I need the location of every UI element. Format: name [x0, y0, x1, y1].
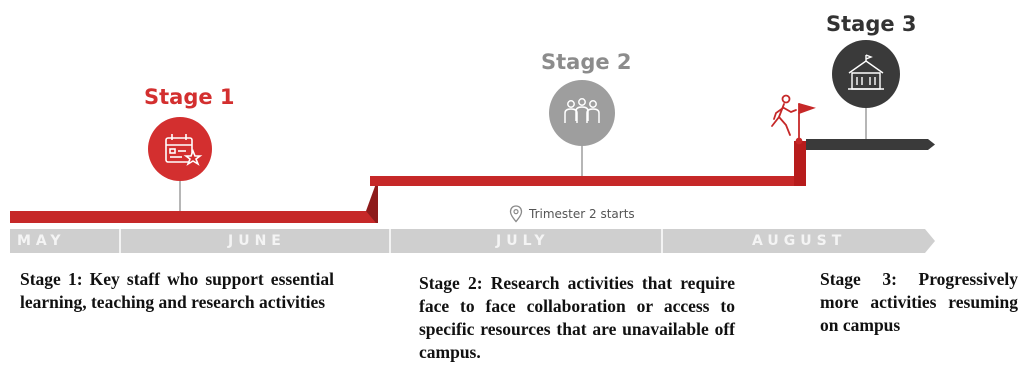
progress-line-segment	[370, 176, 796, 186]
stage-3-title: Stage 3	[826, 12, 917, 36]
month-label-may: MAY	[17, 233, 66, 249]
stage-1-title: Stage 1	[144, 85, 235, 109]
trimester-label: Trimester 2 starts	[529, 207, 635, 221]
walking-person-flag-icon	[771, 94, 816, 145]
stage-1-circle	[148, 117, 212, 181]
timeline-graphic	[10, 40, 935, 253]
stage-3-marker	[832, 40, 900, 139]
stage-3-description: Stage 3: Progressively more activities r…	[820, 269, 1018, 335]
progress-line-future	[806, 139, 935, 150]
group-people-icon	[564, 98, 600, 123]
progress-line	[10, 139, 935, 223]
calendar-star-icon	[165, 134, 203, 166]
campus-building-icon	[848, 54, 884, 90]
stage-1-marker	[148, 117, 212, 211]
location-pin-icon	[509, 205, 523, 223]
month-bar	[10, 229, 935, 253]
stage-1-description: Stage 1: Key staff who support essential…	[20, 269, 334, 312]
progress-line-segment	[10, 211, 376, 223]
stage-3-circle	[832, 40, 900, 108]
stage-2-marker	[549, 80, 615, 176]
month-bar-shape	[10, 229, 935, 253]
month-label-june: JUNE	[228, 233, 286, 249]
stage-2-description: Stage 2: Research activities that requir…	[419, 273, 735, 362]
progress-line-step	[794, 141, 806, 186]
month-label-july: JULY	[496, 233, 550, 249]
trimester-marker: Trimester 2 starts	[509, 204, 635, 224]
month-label-august: AUGUST	[752, 233, 847, 249]
stage-2-title: Stage 2	[541, 50, 632, 74]
progress-line-step	[366, 178, 378, 223]
stage-2-circle	[549, 80, 615, 146]
